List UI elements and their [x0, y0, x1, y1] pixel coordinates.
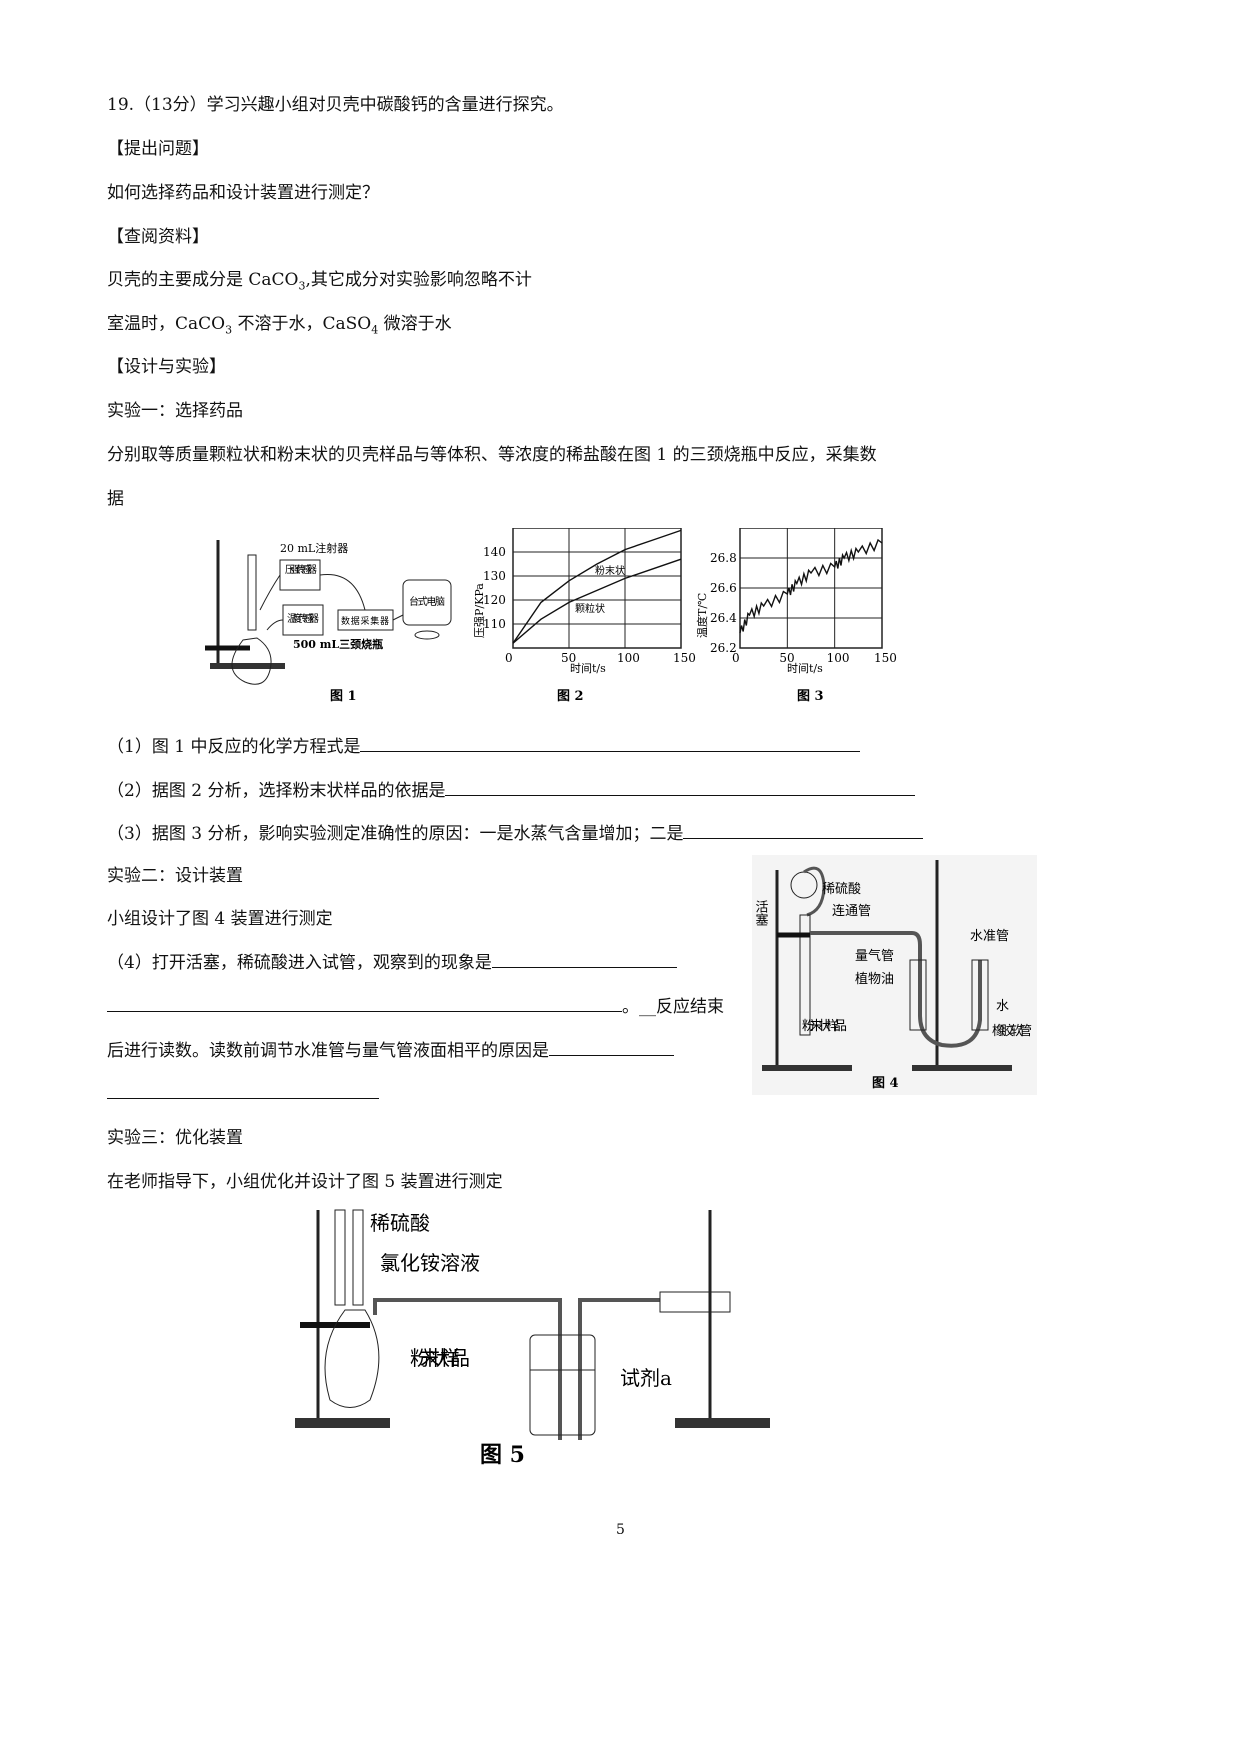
ammonium-chloride-label: 氯化铵溶液 [380, 1251, 480, 1275]
answer-blank-4a[interactable] [491, 951, 677, 968]
text: 微溶于水 [378, 314, 452, 334]
y-tick-label: 120 [483, 593, 506, 607]
x-tick-label: 50 [561, 651, 576, 665]
x-tick-label: 150 [673, 651, 696, 665]
flask-label: 500 mL三颈烧瓶 [293, 637, 383, 651]
question-4-cont: 。__反应结束 [107, 992, 724, 1017]
answer-blank-1[interactable] [360, 735, 861, 752]
y-tick-label: 140 [483, 545, 506, 559]
powder-label: 粉末状样品 [410, 1346, 470, 1370]
reference-line-2: 室温时，CaCO3 不溶于水，CaSO4 微溶于水 [107, 309, 452, 336]
experiment-1-title: 实验一：选择药品 [107, 401, 243, 421]
computer-label: 台式电脑 [409, 595, 445, 608]
y-tick-label: 110 [483, 617, 506, 631]
syringe-label: 20 mL注射器 [280, 541, 348, 555]
pressure-sensor-label: 压强传感器 [285, 563, 317, 576]
figure-4-caption: 图 4 [872, 1076, 899, 1091]
question-4-text-2: 。__反应结束 [622, 997, 724, 1017]
experiment-2-text: 小组设计了图 4 装置进行测定 [107, 909, 333, 929]
y-tick-label: 26.6 [710, 581, 737, 595]
x-tick-label: 150 [874, 651, 897, 665]
reagent-a-label: 试剂a [620, 1366, 672, 1390]
heading-reference: 【查阅资料】 [107, 227, 209, 247]
connector-label: 连通管 [832, 903, 871, 919]
question-3-text: （3）据图 3 分析，影响实验测定准确性的原因：一是水蒸气含量增加；二是 [107, 824, 684, 844]
text: 贝壳的主要成分是 CaCO [107, 270, 299, 290]
powder-label: 粉末状样品 [802, 1019, 847, 1034]
x-tick-label: 100 [617, 651, 640, 665]
answer-blank-4d[interactable] [107, 1082, 379, 1099]
question-4-cont-3 [107, 1082, 379, 1104]
experiment-2-title: 实验二：设计装置 [107, 866, 243, 886]
experiment-1-text-cont: 据 [107, 489, 124, 509]
question-4-cont-2: 后进行读数。读数前调节水准管与量气管液面相平的原因是 [107, 1036, 674, 1061]
figure-5-caption: 图 5 [480, 1442, 525, 1468]
question-4-text: （4）打开活塞，稀硫酸进入试管，观察到的现象是 [107, 953, 492, 973]
figure-5: 稀硫酸 氯化铵溶液 粉末状样品 试剂a 图 5 [290, 1200, 770, 1475]
text: 不溶于水，CaSO [232, 314, 372, 334]
subscript: 4 [371, 323, 379, 337]
water-label: 水 [996, 999, 1009, 1014]
hose-label: 橡胶软管 [992, 1023, 1032, 1039]
text: 室温时，CaCO [107, 314, 226, 334]
answer-blank-4b[interactable] [107, 995, 622, 1012]
stopcock-label: 活塞 [753, 900, 769, 926]
question-2-text: （2）据图 2 分析，选择粉末状样品的依据是 [107, 781, 446, 801]
x-tick-label: 50 [779, 651, 794, 665]
subscript: 3 [298, 279, 306, 293]
series-label-powder: 粉末状 [595, 564, 625, 577]
figure-3-chart: 温度T/℃ 时间t/s 图 3 0 50 100 150 26.8 26.6 26.4 26.… [692, 527, 897, 710]
level-tube-label: 水准管 [970, 929, 1009, 944]
temp-sensor-label: 温度传感器 [287, 612, 319, 625]
figure-3-caption: 图 3 [797, 689, 824, 704]
question-1: （1）图 1 中反应的化学方程式是 [107, 732, 861, 757]
answer-blank-2[interactable] [445, 779, 916, 796]
x-tick-label: 100 [827, 651, 850, 665]
heading-question: 【提出问题】 [107, 139, 209, 159]
figure-2-chart: 压强P/KPa 时间t/s 图 2 0 50 100 150 140 130 120 110 粉… [465, 527, 705, 710]
collector-label: 数据采集器 [341, 615, 389, 627]
plot-frame [512, 527, 682, 649]
question-4-text-3: 后进行读数。读数前调节水准管与量气管液面相平的原因是 [107, 1041, 549, 1061]
gas-tube-label: 量气管 [855, 948, 894, 964]
question-4: （4）打开活塞，稀硫酸进入试管，观察到的现象是 [107, 948, 677, 973]
series-line-0 [512, 529, 682, 644]
acid-label: 稀硫酸 [370, 1211, 430, 1235]
x-tick-label: 0 [732, 651, 740, 665]
subscript: 3 [225, 323, 233, 337]
series-line-1 [512, 558, 682, 644]
answer-blank-3[interactable] [683, 822, 924, 839]
page-number: 5 [616, 1522, 625, 1538]
question-title: 19.（13分）学习兴趣小组对贝壳中碳酸钙的含量进行探究。 [107, 95, 564, 115]
y-axis-label: 温度T/℃ [695, 593, 709, 638]
y-axis-label: 压强P/KPa [473, 583, 486, 638]
x-axis-label: 时间t/s [787, 662, 823, 675]
question-1-text: （1）图 1 中反应的化学方程式是 [107, 737, 361, 757]
question-text: 如何选择药品和设计装置进行测定？ [107, 183, 379, 203]
x-axis-label: 时间t/s [570, 662, 606, 675]
experiment-3-title: 实验三：优化装置 [107, 1128, 243, 1148]
heading-design: 【设计与实验】 [107, 357, 226, 377]
figure-4: 稀硫酸 活塞 连通管 水准管 量气管 植物油 水 粉末状样品 橡胶软管 图 4 [752, 855, 1037, 1095]
answer-blank-4c[interactable] [549, 1039, 674, 1056]
question-2: （2）据图 2 分析，选择粉末状样品的依据是 [107, 776, 916, 801]
y-tick-label: 26.8 [710, 551, 737, 565]
experiment-1-text: 分别取等质量颗粒状和粉末状的贝壳样品与等体积、等浓度的稀盐酸在图 1 的三颈烧瓶… [107, 445, 877, 465]
reference-line-1: 贝壳的主要成分是 CaCO3,其它成分对实验影响忽略不计 [107, 265, 532, 292]
y-tick-label: 26.4 [710, 611, 737, 625]
acid-label: 稀硫酸 [822, 882, 861, 897]
oil-label: 植物油 [855, 972, 894, 987]
y-tick-label: 26.2 [710, 641, 737, 655]
experiment-3-text: 在老师指导下，小组优化并设计了图 5 装置进行测定 [107, 1172, 503, 1192]
series-line-0 [739, 538, 883, 634]
series-label-granule: 颗粒状 [575, 602, 605, 615]
figure-2-caption: 图 2 [557, 689, 584, 704]
x-tick-label: 0 [505, 651, 513, 665]
y-tick-label: 130 [483, 569, 506, 583]
figure-1-caption: 图 1 [330, 689, 357, 704]
text: ,其它成分对实验影响忽略不计 [305, 270, 532, 290]
question-3: （3）据图 3 分析，影响实验测定准确性的原因：一是水蒸气含量增加；二是 [107, 819, 924, 844]
figure-1: 20 mL注射器 压强传感器 温度传感器 数据采集器 台式电脑 500 mL三颈… [205, 530, 465, 710]
